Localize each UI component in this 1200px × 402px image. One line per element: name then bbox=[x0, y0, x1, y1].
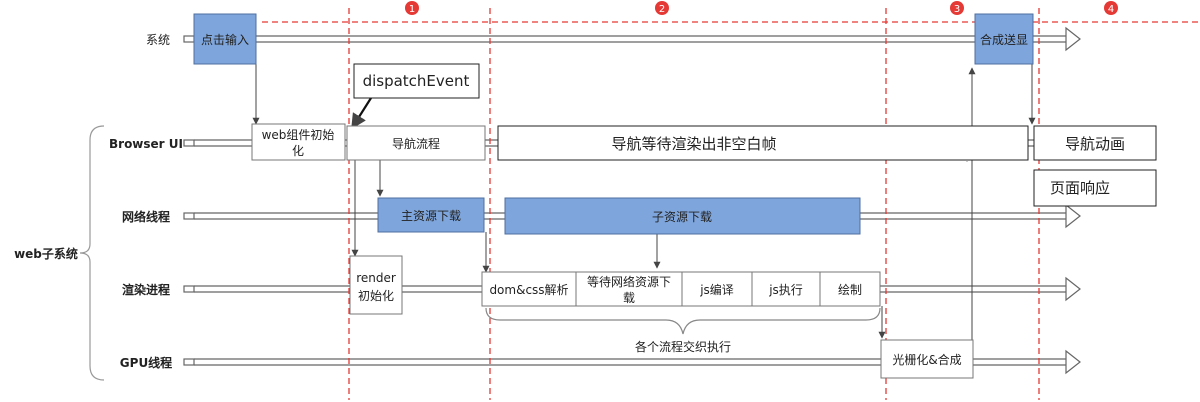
group-brace bbox=[79, 125, 105, 381]
main-resource-download-label: 主资源下载 bbox=[401, 209, 461, 223]
svg-text:1: 1 bbox=[409, 4, 415, 15]
page-response-box: 页面响应 bbox=[1033, 169, 1157, 207]
js-compile-label: js编译 bbox=[699, 282, 734, 297]
composite-display-label: 合成送显 bbox=[980, 32, 1028, 47]
nav-animation-box: 导航动画 bbox=[1033, 125, 1157, 161]
wait-network-resource-line1: 等待网络资源下 bbox=[587, 274, 671, 289]
lane-label-network: 网络线程 bbox=[122, 209, 170, 224]
sub-resource-download-box: 子资源下载 bbox=[504, 197, 861, 235]
lane-label-browser-ui: Browser UI bbox=[109, 137, 183, 151]
lane-label-render: 渲染进程 bbox=[122, 282, 170, 297]
svg-text:3: 3 bbox=[954, 4, 960, 15]
interleave-brace bbox=[485, 307, 881, 335]
lane-label-system: 系统 bbox=[146, 33, 170, 47]
render-init-line2: 初始化 bbox=[358, 289, 394, 303]
dispatch-event-box: dispatchEvent bbox=[353, 63, 480, 99]
connectors bbox=[252, 64, 1036, 340]
phase-marker-4: 4 bbox=[1104, 1, 1118, 15]
nav-wait-nonblank-box: 导航等待渲染出非空白帧 bbox=[497, 125, 1029, 161]
paint-label: 绘制 bbox=[838, 282, 862, 297]
web-component-init-line1: web组件初始 bbox=[262, 128, 335, 142]
click-input-box: 点击输入 bbox=[193, 13, 257, 65]
page-response-label: 页面响应 bbox=[1050, 179, 1110, 197]
phase-marker-3: 3 bbox=[950, 1, 964, 15]
composite-display-box: 合成送显 bbox=[974, 13, 1034, 65]
dom-css-parse-label: dom&css解析 bbox=[489, 283, 568, 297]
svg-text:2: 2 bbox=[659, 4, 665, 15]
sub-resource-download-label: 子资源下载 bbox=[652, 210, 712, 224]
render-init-box: render 初始化 bbox=[349, 255, 403, 315]
phase-marker-1: 1 bbox=[405, 1, 419, 15]
render-steps-group: dom&css解析 等待网络资源下 载 js编译 js执行 绘制 bbox=[481, 271, 881, 307]
nav-animation-label: 导航动画 bbox=[1065, 135, 1125, 153]
phase-marker-2: 2 bbox=[655, 1, 669, 15]
interleave-label: 各个流程交织执行 bbox=[635, 339, 731, 354]
navigation-flow-label: 导航流程 bbox=[392, 136, 440, 151]
render-init-line1: render bbox=[356, 271, 396, 285]
navigation-flow-box: 导航流程 bbox=[346, 125, 486, 161]
system-lane-arrow bbox=[183, 26, 1081, 52]
rasterize-composite-box: 光栅化&合成 bbox=[880, 339, 974, 379]
web-component-init-line2: 化 bbox=[292, 144, 304, 158]
group-label-web-subsystem: web子系统 bbox=[14, 246, 78, 261]
js-execute-label: js执行 bbox=[768, 283, 803, 297]
nav-wait-nonblank-label: 导航等待渲染出非空白帧 bbox=[611, 135, 776, 153]
click-input-label: 点击输入 bbox=[201, 32, 249, 47]
rasterize-composite-label: 光栅化&合成 bbox=[892, 352, 961, 367]
main-resource-download-box: 主资源下载 bbox=[377, 197, 485, 233]
dispatch-event-label: dispatchEvent bbox=[363, 72, 470, 90]
svg-text:4: 4 bbox=[1108, 4, 1114, 15]
web-component-init-box: web组件初始 化 bbox=[251, 123, 346, 161]
lane-label-gpu: GPU线程 bbox=[120, 355, 172, 370]
wait-network-resource-line2: 载 bbox=[623, 291, 635, 305]
